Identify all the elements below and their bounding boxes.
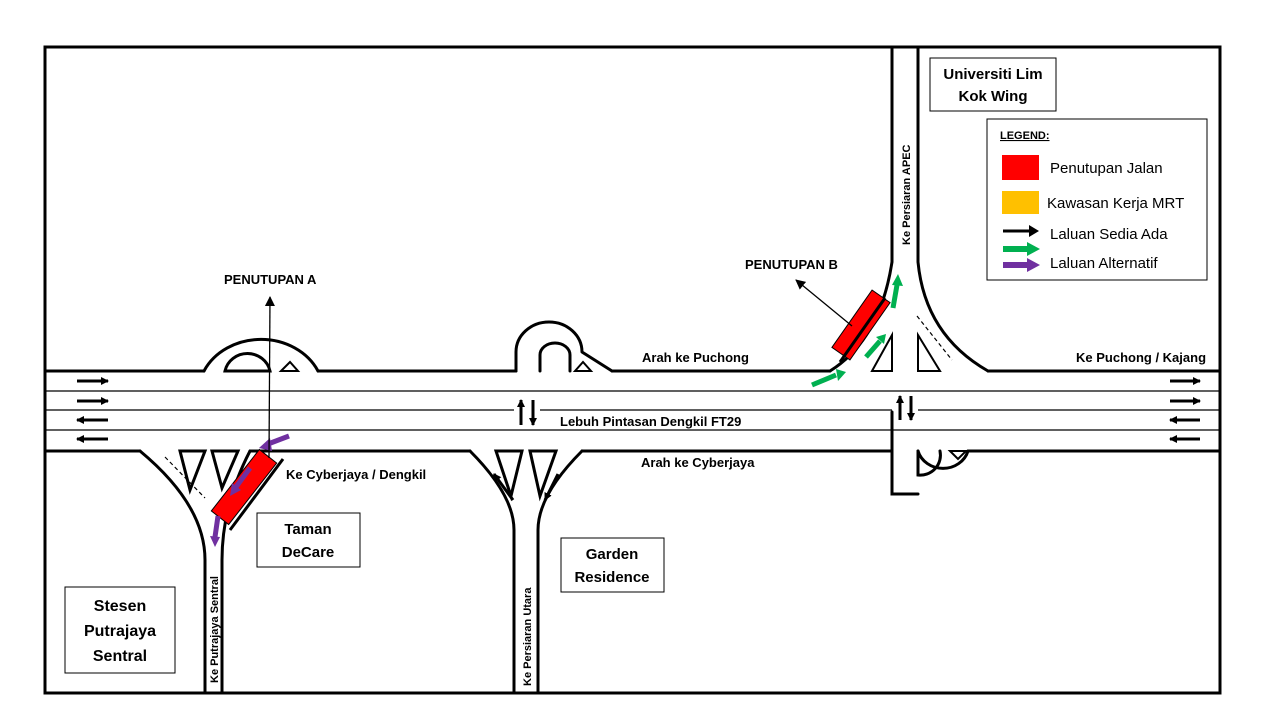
legend-label-closure: Penutupan Jalan [1050, 160, 1163, 177]
median-islands [278, 331, 969, 461]
to-puchong-label: Arah ke Puchong [642, 350, 749, 365]
closure-edge-b [838, 297, 887, 363]
place-limkokwing: Universiti Lim Kok Wing [929, 57, 1057, 112]
existing-route-arrows [76, 377, 1201, 501]
svg-text:Kok Wing: Kok Wing [958, 88, 1027, 105]
svg-text:Putrajaya: Putrajaya [84, 623, 156, 640]
svg-text:Stesen: Stesen [94, 598, 146, 615]
persiaran-apec-label: Ke Persiaran APEC [901, 144, 913, 245]
closure-bar-b [831, 289, 891, 361]
svg-text:Sentral: Sentral [93, 648, 147, 665]
closures [210, 289, 891, 531]
putrajaya-sentral-label: Ke Putrajaya Sentral [209, 576, 221, 683]
closure-b-label: PENUTUPAN B [745, 257, 838, 272]
svg-text:Taman: Taman [284, 521, 331, 538]
place-taman-decare: Taman DeCare [256, 512, 361, 568]
green-route-arrows [811, 274, 903, 388]
svg-text:Residence: Residence [574, 569, 649, 586]
legend-title: LEGEND: [1000, 130, 1050, 142]
closure-a-label: PENUTUPAN A [224, 272, 317, 287]
to-cyberjaya-label: Arah ke Cyberjaya [641, 455, 755, 470]
highway-label: Lebuh Pintasan Dengkil FT29 [560, 414, 741, 429]
persiaran-utara-label: Ke Persiaran Utara [522, 587, 534, 686]
place-garden-residence: Garden Residence [560, 537, 665, 593]
place-stesen-putrajaya-sentral: Stesen Putrajaya Sentral [64, 586, 176, 674]
legend-swatch-mrt [1002, 191, 1039, 214]
svg-text:Garden: Garden [586, 546, 639, 563]
legend-label-mrt: Kawasan Kerja MRT [1047, 195, 1184, 212]
legend-swatch-closure [1002, 155, 1039, 180]
legend-label-alternative: Laluan Alternatif [1050, 255, 1158, 272]
legend: LEGEND: Penutupan Jalan Kawasan Kerja MR… [986, 118, 1208, 281]
closure-edge-a [228, 458, 285, 531]
svg-text:Universiti Lim: Universiti Lim [943, 66, 1042, 83]
puchong-kajang-label: Ke Puchong / Kajang [1076, 350, 1206, 365]
dashed-guides [164, 315, 953, 499]
svg-text:DeCare: DeCare [282, 544, 335, 561]
closure-pointers [264, 279, 853, 459]
legend-label-existing: Laluan Sedia Ada [1050, 226, 1168, 243]
lane-lines [46, 390, 1219, 431]
cyberjaya-dengkil-label: Ke Cyberjaya / Dengkil [286, 467, 426, 482]
